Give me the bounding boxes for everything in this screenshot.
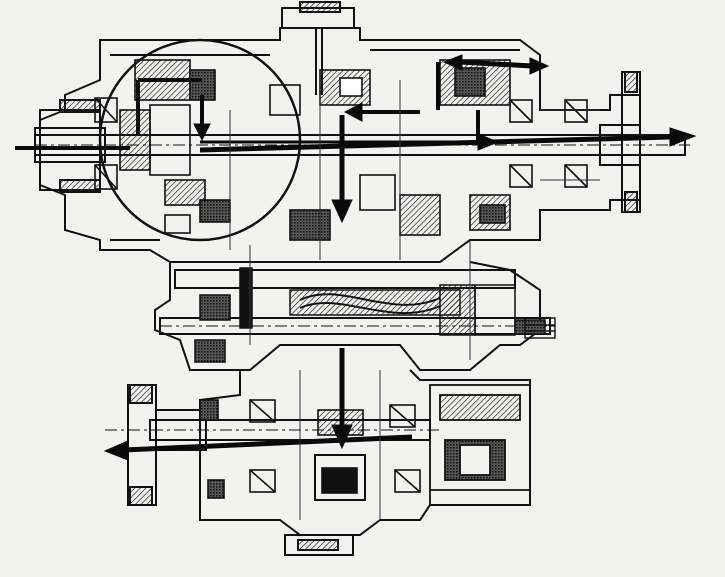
highlight-circle <box>98 38 302 242</box>
right-clutch-pack <box>439 59 533 231</box>
construction-lines <box>229 80 600 520</box>
lower-bearings-and-gear <box>199 399 421 501</box>
upper-center-gears <box>269 69 441 241</box>
downward-arrow-center <box>331 115 353 224</box>
intermediate-housing <box>154 261 555 371</box>
upper-shaft-bearings <box>94 97 588 190</box>
right-output-flange <box>621 71 641 213</box>
lower-downward-arrow <box>331 348 353 450</box>
right-side-studs <box>524 317 556 339</box>
lower-left-output-flange <box>127 384 207 506</box>
intermediate-gears <box>194 267 546 363</box>
top-right-arrow <box>436 57 550 110</box>
downward-arrow-left-gear <box>136 78 211 142</box>
left-output-arrow <box>103 434 413 461</box>
top-left-arrow <box>442 54 480 140</box>
flow-arrows <box>15 54 697 461</box>
lower-right-actuator <box>429 384 531 506</box>
center-left-pointer <box>343 102 420 122</box>
